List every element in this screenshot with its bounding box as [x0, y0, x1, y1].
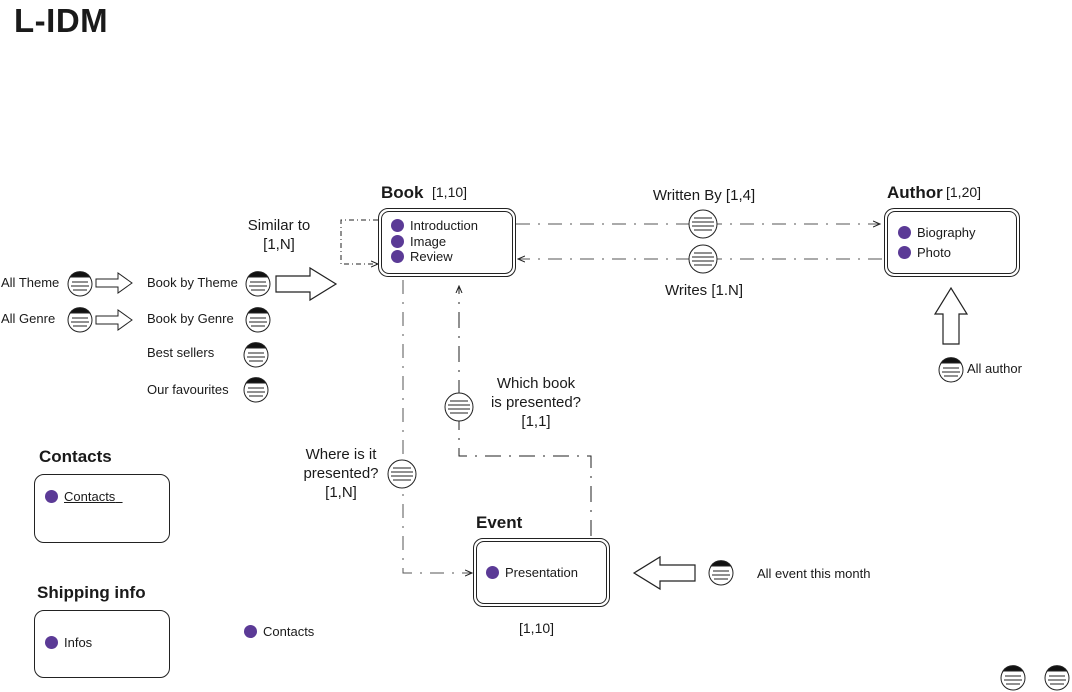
which-book-line2: is presented? — [490, 394, 582, 411]
writes-label: Writes [1.N] — [664, 282, 744, 299]
collection-index-filled-icon-best-sellers — [243, 342, 269, 368]
all-author-label[interactable]: All author — [967, 361, 1022, 376]
shipping-landmark-title: Shipping info — [37, 583, 146, 602]
similar-to-card: [1,N] — [263, 236, 295, 253]
event-cardinality: [1,10] — [519, 620, 555, 636]
similar-to-text: Similar to — [247, 217, 311, 234]
arrow-all-genre — [95, 309, 133, 331]
similar-to-label: Similar to [1,N] — [242, 216, 316, 254]
where-presented-card: [1,N] — [325, 484, 357, 501]
collection-index-filled-icon-all-author — [938, 357, 964, 383]
attr-label: Image — [410, 234, 447, 249]
entry-arrow-event — [632, 555, 696, 591]
author-entity-name: Author — [887, 183, 943, 202]
attr-label: Biography — [917, 225, 976, 240]
where-presented-line2: presented? — [303, 465, 379, 482]
our-favourites-label[interactable]: Our favourites — [147, 382, 229, 397]
collection-index-filled-icon-corner-2 — [1044, 665, 1070, 691]
infos-label: Infos — [64, 635, 93, 650]
author-cardinality: [1,20] — [946, 184, 982, 200]
collection-index-filled-icon-all-theme — [67, 271, 93, 297]
entry-arrow-book — [275, 266, 338, 302]
attr-label: Presentation — [505, 565, 578, 580]
book-attr-introduction[interactable]: Introduction — [391, 218, 478, 233]
all-event-label[interactable]: All event this month — [757, 566, 871, 581]
collection-index-filled-icon-all-genre — [67, 307, 93, 333]
author-attr-photo[interactable]: Photo — [898, 245, 951, 260]
bullet-icon — [391, 235, 404, 248]
loose-contacts-label: Contacts — [263, 624, 315, 639]
attr-label: Photo — [917, 245, 951, 260]
collection-index-icon-where-presented — [387, 459, 417, 489]
which-book-card: [1,1] — [521, 413, 551, 430]
bullet-icon — [45, 490, 58, 503]
where-presented-label: Where is it presented? [1,N] — [296, 445, 386, 502]
bullet-icon — [898, 226, 911, 239]
bullet-icon — [391, 219, 404, 232]
attr-label: Introduction — [410, 218, 478, 233]
event-entity-name: Event — [476, 513, 523, 532]
collection-index-icon-written-by — [688, 209, 718, 239]
contacts-landmark-title: Contacts — [39, 447, 112, 466]
best-sellers-label[interactable]: Best sellers — [147, 345, 215, 360]
entry-arrow-author — [933, 286, 969, 345]
bullet-icon — [898, 246, 911, 259]
event-entity-box[interactable] — [473, 538, 610, 607]
collection-index-filled-icon-all-event — [708, 560, 734, 586]
similar-to-connector — [340, 219, 378, 264]
which-book-label: Which book is presented? [1,1] — [484, 374, 588, 431]
collection-index-filled-icon-our-favourites — [243, 377, 269, 403]
loose-contacts-item[interactable]: Contacts — [244, 624, 314, 639]
collection-index-filled-icon-book-by-genre — [245, 307, 271, 333]
where-presented-connector — [402, 280, 472, 573]
shipping-landmark-item[interactable]: Infos — [45, 635, 92, 650]
arrow-all-theme — [95, 272, 133, 294]
attr-label: Review — [410, 249, 453, 264]
book-by-genre-label[interactable]: Book by Genre — [147, 311, 234, 326]
author-attr-biography[interactable]: Biography — [898, 225, 976, 240]
contacts-landmark-box[interactable] — [34, 474, 170, 543]
bullet-icon — [45, 636, 58, 649]
contacts-link[interactable]: Contacts — [64, 489, 116, 504]
which-book-line1: Which book — [496, 375, 576, 392]
bullet-icon — [486, 566, 499, 579]
collection-index-icon-writes — [688, 244, 718, 274]
bullet-icon — [244, 625, 257, 638]
where-presented-line1: Where is it — [305, 446, 377, 463]
all-genre-label[interactable]: All Genre — [1, 311, 56, 326]
collection-index-filled-icon-book-by-theme — [245, 271, 271, 297]
book-cardinality: [1,10] — [432, 184, 468, 200]
written-by-label: Written By [1,4] — [652, 187, 756, 204]
collection-index-icon-which-book — [444, 392, 474, 422]
book-entity-name: Book — [381, 183, 424, 202]
book-attr-image[interactable]: Image — [391, 234, 446, 249]
book-by-theme-label[interactable]: Book by Theme — [147, 275, 238, 290]
page-title: L-IDM — [14, 2, 109, 39]
which-book-connector — [459, 286, 592, 536]
book-attr-review[interactable]: Review — [391, 249, 453, 264]
event-attr-presentation[interactable]: Presentation — [486, 565, 578, 580]
author-entity-box[interactable] — [884, 208, 1020, 277]
bullet-icon — [391, 250, 404, 263]
all-theme-label[interactable]: All Theme — [1, 275, 60, 290]
contacts-landmark-item[interactable]: Contacts — [45, 489, 123, 504]
collection-index-filled-icon-corner-1 — [1000, 665, 1026, 691]
